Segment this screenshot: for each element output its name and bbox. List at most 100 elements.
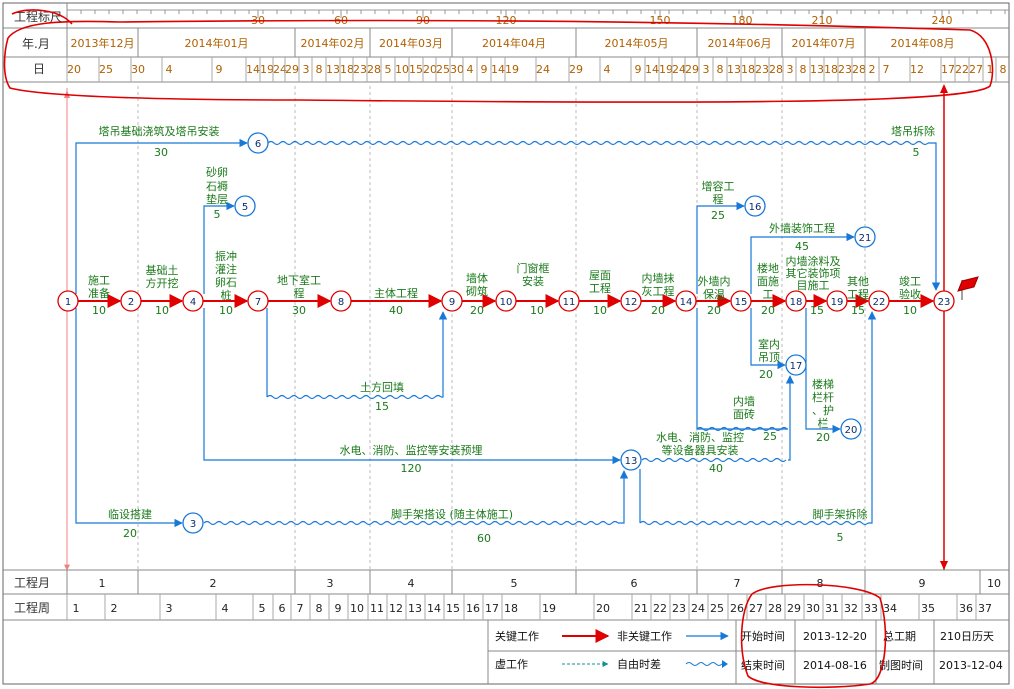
engineering-week-cell: 33	[864, 602, 878, 615]
day-cell: 15	[409, 63, 423, 76]
day-cell: 24	[273, 63, 287, 76]
engineering-month-cell: 2	[210, 577, 217, 590]
month-cell: 2014年06月	[708, 36, 772, 50]
activity-label: 安装	[522, 274, 544, 288]
node-10: 10	[495, 290, 517, 312]
activity-label: 5	[837, 531, 844, 544]
engineering-week-cell: 10	[350, 602, 364, 615]
day-cell: 14	[645, 63, 659, 76]
engineering-week-cell: 22	[653, 602, 667, 615]
month-cell: 2014年07月	[792, 36, 856, 50]
node-8: 8	[330, 290, 352, 312]
activity-label: 塔吊基础浇筑及塔吊安装	[99, 124, 220, 138]
node-number: 6	[255, 139, 261, 150]
engineering-week-cell: 30	[806, 602, 820, 615]
activity-label: 方开挖	[146, 276, 179, 290]
activity-label: 砌筑	[466, 284, 488, 298]
start-time-value: 2013-12-20	[803, 630, 867, 643]
month-cell: 2014年03月	[379, 36, 443, 50]
engineering-month-cell: 3	[327, 577, 334, 590]
day-cell: 8	[1000, 63, 1007, 76]
day-cell: 24	[536, 63, 550, 76]
engineering-week-cell: 3	[166, 602, 173, 615]
activity-label: 卵石	[215, 276, 237, 289]
day-cell: 10	[395, 63, 409, 76]
activity-label: 、护	[812, 403, 834, 417]
activity-label: 砂卵	[206, 166, 228, 179]
ruler-tick: 150	[650, 14, 671, 27]
activity-label: 增容工	[702, 179, 735, 193]
activity-label: 程	[713, 193, 724, 206]
activity-label: 垫层	[206, 192, 228, 206]
engineering-week-cell: 13	[408, 602, 422, 615]
drawn-time-label: 制图时间	[879, 659, 923, 672]
activity-label: 振冲	[215, 249, 237, 263]
node-number: 9	[449, 297, 455, 308]
engineering-week-cell: 29	[787, 602, 801, 615]
day-cell: 5	[385, 63, 392, 76]
activity-label: 面砖	[733, 407, 755, 421]
day-cell: 30	[450, 63, 464, 76]
day-cell: 24	[672, 63, 686, 76]
engineering-week-cell: 26	[730, 602, 744, 615]
day-cell: 23	[353, 63, 367, 76]
node-number: 20	[845, 425, 858, 436]
node-number: 5	[242, 202, 248, 213]
day-cell: 13	[810, 63, 824, 76]
activity-label: 60	[477, 532, 491, 545]
legend-noncritical: 非关键工作	[617, 629, 672, 643]
activity-label: 屋面	[589, 269, 611, 282]
activity-label: 面施	[757, 275, 779, 288]
engineering-week-cell: 1	[73, 602, 80, 615]
activity-label: 15	[851, 304, 865, 317]
node-number: 21	[859, 233, 872, 244]
noncritical-paths	[75, 138, 941, 528]
day-cell: 7	[883, 63, 890, 76]
day-cell: 19	[659, 63, 673, 76]
day-cell: 30	[131, 63, 145, 76]
activity-label: 土方回填	[360, 380, 404, 394]
node-15: 15	[730, 290, 752, 312]
activity-label: 外墙内	[698, 274, 731, 288]
activity-label: 脚手架搭设 (随主体施工)	[391, 507, 513, 521]
day-cell: 1	[987, 63, 994, 76]
activity-label: 栏	[818, 416, 829, 430]
day-cell: 18	[340, 63, 354, 76]
activity-label: 15	[375, 400, 389, 413]
day-cell: 8	[800, 63, 807, 76]
node-13: 13	[620, 449, 642, 471]
activity-label: 工程	[847, 288, 869, 301]
ruler-label: 工程标尺	[14, 9, 62, 24]
activity-label: 其它装饰项	[786, 266, 841, 280]
engineering-week-cell: 35	[921, 602, 935, 615]
activity-label: 室内	[758, 337, 780, 351]
day-cell: 14	[246, 63, 260, 76]
engineering-month-cell: 9	[919, 577, 926, 590]
activity-label: 内墙	[733, 394, 755, 408]
node-11: 11	[558, 290, 580, 312]
month-cell: 2014年04月	[482, 36, 546, 50]
day-cell: 4	[467, 63, 474, 76]
node-number: 17	[790, 361, 803, 372]
activity-label: 目施工	[797, 279, 830, 292]
day-cell: 13	[727, 63, 741, 76]
activity-label: 验收	[899, 287, 921, 301]
day-cell: 28	[852, 63, 866, 76]
node-20: 20	[840, 418, 862, 440]
day-cell: 9	[216, 63, 223, 76]
month-cell: 2014年01月	[185, 36, 249, 50]
day-cell: 29	[685, 63, 699, 76]
activity-label: 楼地	[757, 261, 779, 275]
activity-label: 内墙涂料及	[786, 254, 841, 268]
ruler-tick: 240	[932, 14, 953, 27]
node-17: 17	[785, 354, 807, 376]
activity-label: 楼梯	[812, 377, 834, 391]
activity-label: 栏杆	[812, 390, 834, 404]
node-number: 8	[338, 297, 344, 308]
day-cell: 3	[703, 63, 710, 76]
activity-label: 15	[810, 304, 824, 317]
engineering-week-cell: 12	[389, 602, 403, 615]
legend-dummy: 虚工作	[495, 658, 528, 671]
activity-label: 工	[763, 288, 774, 301]
